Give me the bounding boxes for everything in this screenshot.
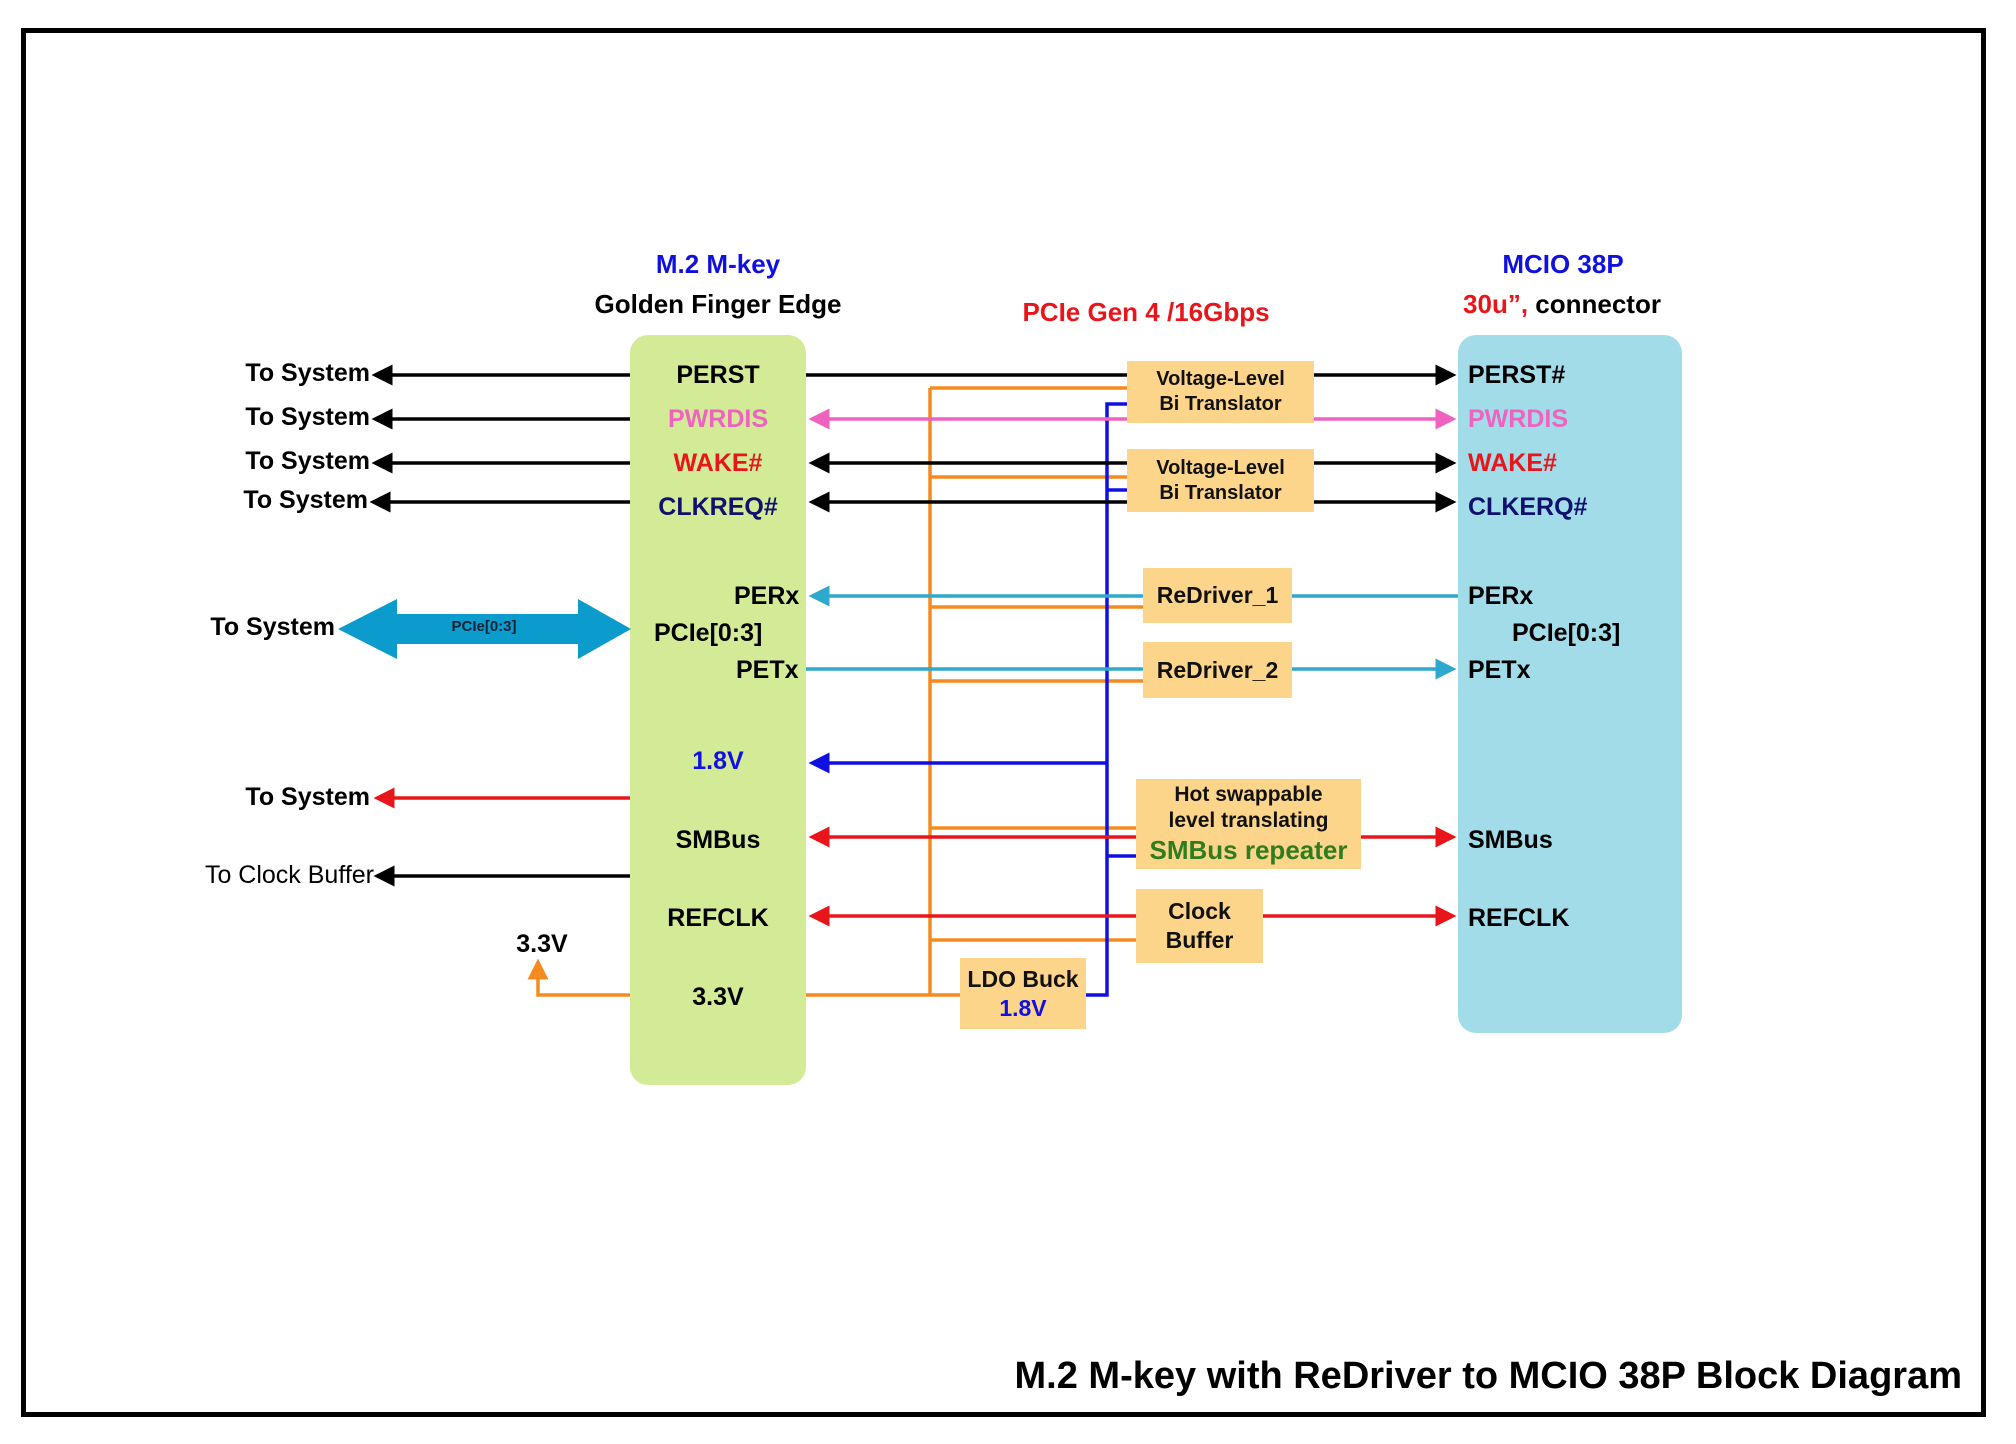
ldo-buck-line1: LDO Buck [967,965,1079,992]
mcio-pin-clkreq: CLKERQ# [1468,493,1588,521]
clock-buffer-line2: Buffer [1165,927,1234,953]
smbus-repeater-line2: level translating [1168,808,1329,832]
mcio-pin-petx: PETx [1468,656,1531,684]
m2-pin-clkreq: CLKREQ# [658,493,778,521]
mcio-connector-word: connector [1528,289,1661,319]
mcio-pin-wake: WAKE# [1468,449,1557,477]
m2-pin-perx: PERx [734,582,800,610]
diagram-frame [21,28,1986,1417]
to-system-wake-label: To System [245,447,370,475]
diagram-title: M.2 M-key with ReDriver to MCIO 38P Bloc… [1014,1355,1962,1397]
redriver-2-block: ReDriver_2 [1143,642,1292,698]
vlt1-line1: Voltage-Level [1156,368,1285,390]
ldo-buck-line2: 1.8V [999,994,1047,1021]
wire-3v3-out [527,958,630,997]
redriver-2-label: ReDriver_2 [1156,656,1279,683]
smbus-repeater-line3: SMBus repeater [1149,835,1348,865]
m2-header-line2: Golden Finger Edge [594,289,842,319]
mcio-pin-smbus: SMBus [1468,826,1553,854]
mcio-pin-perst: PERST# [1468,361,1566,389]
m2-pin-petx: PETx [736,656,799,684]
mcio-pin-refclk: REFCLK [1468,904,1570,932]
vlt1-line2: Bi Translator [1159,393,1282,415]
to-system-pcie-label: To System [210,613,335,641]
pcie-arrow-label: PCIe[0:3] [451,618,517,635]
voltage-level-translator-2: Voltage-Level Bi Translator [1127,449,1314,512]
to-system-perst-label: To System [245,359,370,387]
ldo-buck-block: LDO Buck 1.8V [960,958,1086,1029]
m2-pin-pwrdis: PWRDIS [668,405,768,433]
to-system-smbus-label: To System [245,783,370,811]
mcio-header-line1: MCIO 38P [1502,249,1624,279]
m2-pin-1v8: 1.8V [692,747,744,775]
pcie-bus-arrow [338,599,631,659]
clock-buffer-block: Clock Buffer [1136,889,1263,963]
m2-header-line1: M.2 M-key [655,249,781,279]
m2-connector-panel [630,335,806,1085]
m2-pin-wake: WAKE# [673,449,763,477]
mcio-header-line2: 30u”, connector [1463,291,1661,317]
to-system-clkreq-label: To System [243,486,368,514]
smbus-repeater-block: Hot swappable level translating SMBus re… [1136,779,1361,869]
m2-pin-3v3: 3.3V [692,983,744,1011]
mcio-pin-pwrdis: PWRDIS [1468,405,1568,433]
clock-buffer-line1: Clock [1168,898,1231,925]
mcio-plating: 30u”, [1463,289,1529,319]
redriver-1-block: ReDriver_1 [1143,568,1292,623]
to-system-pwrdis-label: To System [245,403,370,431]
link-speed-label: PCIe Gen 4 /16Gbps [1022,297,1270,327]
to-clock-buffer-label: To Clock Buffer [204,861,374,889]
mcio-pin-pcie: PCIe[0:3] [1512,619,1621,647]
output-3v3-label: 3.3V [516,930,568,958]
m2-pin-pcie: PCIe[0:3] [654,619,763,647]
m2-pin-perst: PERST [676,361,760,389]
m2-pin-refclk: REFCLK [667,904,769,932]
mcio-pin-perx: PERx [1468,582,1534,610]
smbus-repeater-line1: Hot swappable [1174,782,1323,806]
vlt2-line1: Voltage-Level [1156,456,1285,479]
voltage-level-translator-1: Voltage-Level Bi Translator [1127,361,1314,423]
redriver-1-label: ReDriver_1 [1156,582,1279,609]
m2-pin-smbus: SMBus [675,826,761,854]
vlt2-line2: Bi Translator [1159,481,1282,504]
mcio-connector-panel [1458,335,1682,1033]
